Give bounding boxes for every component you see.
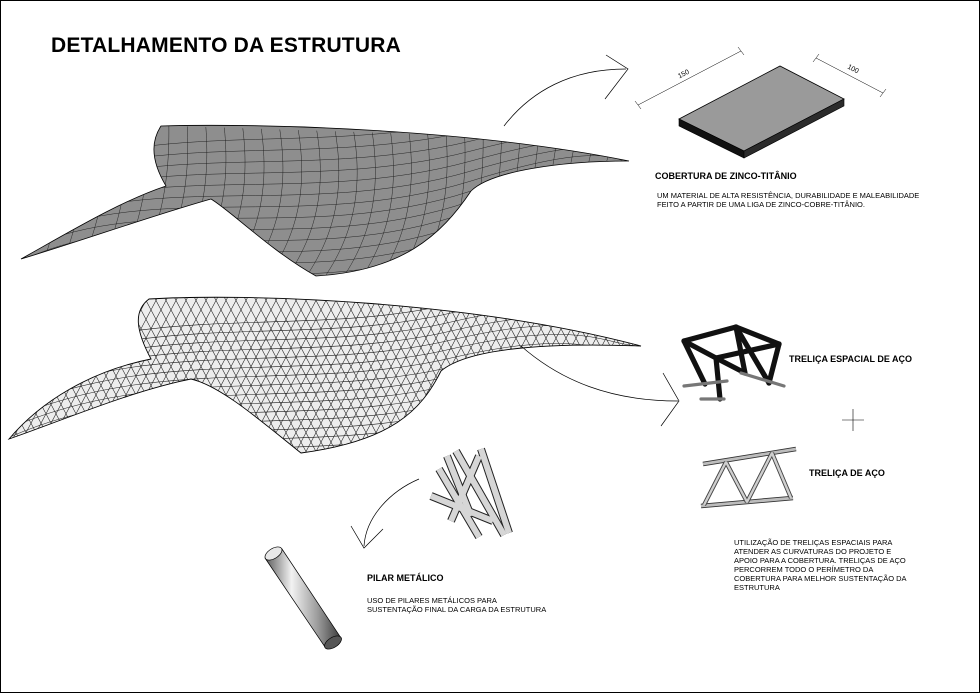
trelica-espacial-heading: TRELIÇA ESPACIAL DE AÇO xyxy=(789,354,913,364)
trelica-heading: TRELIÇA DE AÇO xyxy=(809,468,885,478)
truss-bars-fragment xyxy=(429,447,513,540)
arrow-to-space-truss xyxy=(520,345,680,427)
pilar-description: USO DE PILARES METÁLICOS PARA SUSTENTAÇÃ… xyxy=(367,596,547,614)
cobertura-heading: COBERTURA DE ZINCO-TITÂNIO xyxy=(655,171,797,181)
arrow-to-roof-panel xyxy=(503,54,629,127)
page-title: DETALHAMENTO DA ESTRUTURA xyxy=(51,34,401,57)
metal-pillar-icon xyxy=(264,546,342,650)
crosshair-mark xyxy=(842,409,864,431)
zinc-panel-detail xyxy=(634,46,887,159)
space-truss-volume xyxy=(7,296,642,454)
pilar-heading: PILAR METÁLICO xyxy=(367,573,444,583)
cobertura-description: UM MATERIAL DE ALTA RESISTÊNCIA, DURABIL… xyxy=(657,191,920,209)
arrow-to-pillar xyxy=(350,478,420,549)
trelica-description: UTILIZAÇÃO DE TRELIÇAS ESPACIAIS PARA AT… xyxy=(734,538,907,592)
planar-truss-icon xyxy=(700,446,797,509)
space-truss-module-icon xyxy=(681,324,786,402)
